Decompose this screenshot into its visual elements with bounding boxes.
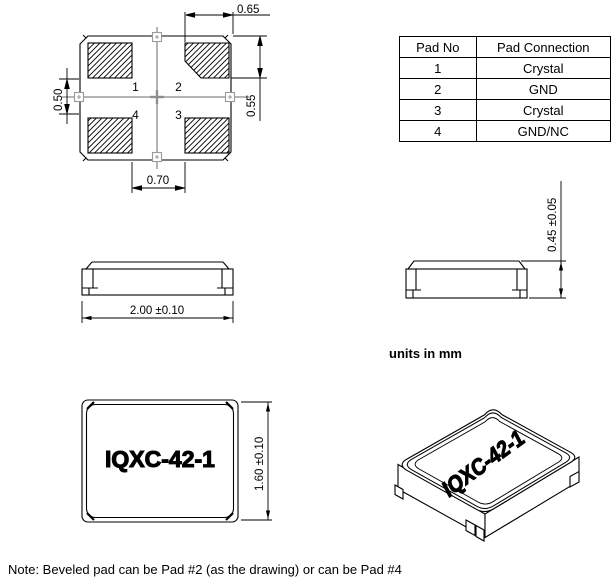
part-number-marking: IQXC-42-1 (105, 446, 215, 472)
pad-no-cell: 1 (399, 57, 477, 79)
front-view-drawing (81, 261, 234, 323)
pad-4-label: 4 (132, 108, 139, 122)
pad-2-area-beveled (184, 42, 230, 79)
pad-connection-cell: Crystal (475, 99, 611, 121)
pad-no-cell: 4 (399, 120, 477, 142)
iso-view-drawing (394, 409, 580, 542)
top-view-drawing (59, 12, 270, 193)
dim-bottom-value: 0.70 (147, 175, 169, 187)
package-outline (79, 35, 232, 161)
header-pad-connection: Pad Connection (475, 36, 611, 58)
center-mark (150, 90, 164, 104)
dimension-right (231, 35, 267, 121)
pad-no-cell: 2 (399, 78, 477, 100)
marking-view-drawing (81, 399, 272, 523)
dim-body-height-value: 1.60 ±0.10 (254, 437, 266, 491)
pad-1-label: 1 (132, 80, 139, 94)
pad-3-label: 3 (175, 108, 182, 122)
pad-connection-cell: Crystal (475, 57, 611, 79)
dim-top-value: 0.65 (237, 4, 259, 16)
pad-3-area (184, 117, 230, 154)
header-pad-no: Pad No (399, 36, 477, 58)
table-row: 1 Crystal (399, 57, 611, 79)
pad-4-area (87, 117, 133, 154)
edge-marker-squares (73, 31, 236, 163)
dimension-left (59, 68, 79, 124)
dim-left-value: 0.50 (53, 89, 65, 111)
table-header-row: Pad No Pad Connection (399, 36, 611, 58)
pad-no-cell: 3 (399, 99, 477, 121)
dim-height-value: 0.45 ±0.05 (547, 198, 559, 252)
table-row: 3 Crystal (399, 99, 611, 121)
table-row: 4 GND/NC (399, 120, 611, 142)
pad-2-label: 2 (175, 80, 182, 94)
units-label: units in mm (389, 346, 462, 361)
end-view-drawing (405, 181, 566, 299)
pad-connection-cell: GND/NC (475, 120, 611, 142)
table-row: 2 GND (399, 78, 611, 100)
dim-width-value: 2.00 ±0.10 (130, 305, 184, 317)
pad-connection-table: Pad No Pad Connection 1 Crystal 2 GND 3 … (399, 36, 611, 142)
pad-connection-cell: GND (475, 78, 611, 100)
footnote: Note: Beveled pad can be Pad #2 (as the … (8, 562, 402, 577)
pad-1-area (87, 42, 133, 79)
dim-right-value: 0.55 (246, 95, 258, 117)
